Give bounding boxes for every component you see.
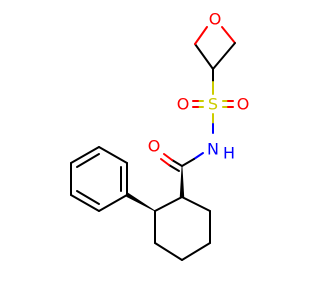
bond-n-carbonyl-carbon-half <box>181 158 195 167</box>
oxetane-oxygen-label: O <box>209 10 222 29</box>
bond-ph-4-5 <box>70 146 100 164</box>
bond-n-carbonyl-nitrogen-half <box>193 152 204 160</box>
bond-ring-c1-c6 <box>181 196 211 212</box>
bond-ph-inner-2-3 <box>76 190 100 205</box>
bond-ring-c4-c3 <box>154 242 183 261</box>
bond-ring-c5-c4 <box>181 242 211 261</box>
canvas-background <box>0 0 300 300</box>
bond-carbonyl-b2 <box>160 158 170 166</box>
cyclohexane-ring <box>126 165 211 261</box>
sulfonyl-group: S O O <box>177 68 250 134</box>
molecule-structure: O S O O N H O <box>0 0 300 300</box>
oxetane-ring: O <box>194 10 236 70</box>
carbonyl-oxygen-label: O <box>148 137 161 156</box>
phenyl-ring <box>70 146 128 212</box>
sulfonyl-oxygen-left-label: O <box>177 95 190 114</box>
bond-carbonyl-a1 <box>171 159 183 167</box>
amide-hydrogen-label: H <box>223 144 235 163</box>
bond-ph-inner-4-5 <box>76 153 100 168</box>
bond-ph-5-6 <box>98 146 128 164</box>
sulfonyl-oxygen-right-label: O <box>237 95 250 114</box>
bond-carbonyl-a2 <box>163 153 173 161</box>
bond-ring-c2-c1 <box>154 196 183 212</box>
sulfur-label: S <box>208 95 218 114</box>
bond-ph-2-3 <box>70 194 100 212</box>
bond-oxetane-o-c1 <box>221 26 236 44</box>
bond-oxetane-c3-c2 <box>194 43 214 70</box>
bond-oxetane-c1-c3 <box>212 42 236 70</box>
bond-oxetane-c2-o <box>194 26 208 45</box>
amide-nitrogen-label: N <box>207 140 219 159</box>
bond-carbonyl-b1 <box>168 164 180 172</box>
amide-group: N H O <box>148 137 235 172</box>
bond-ph-1-2 <box>98 194 128 212</box>
